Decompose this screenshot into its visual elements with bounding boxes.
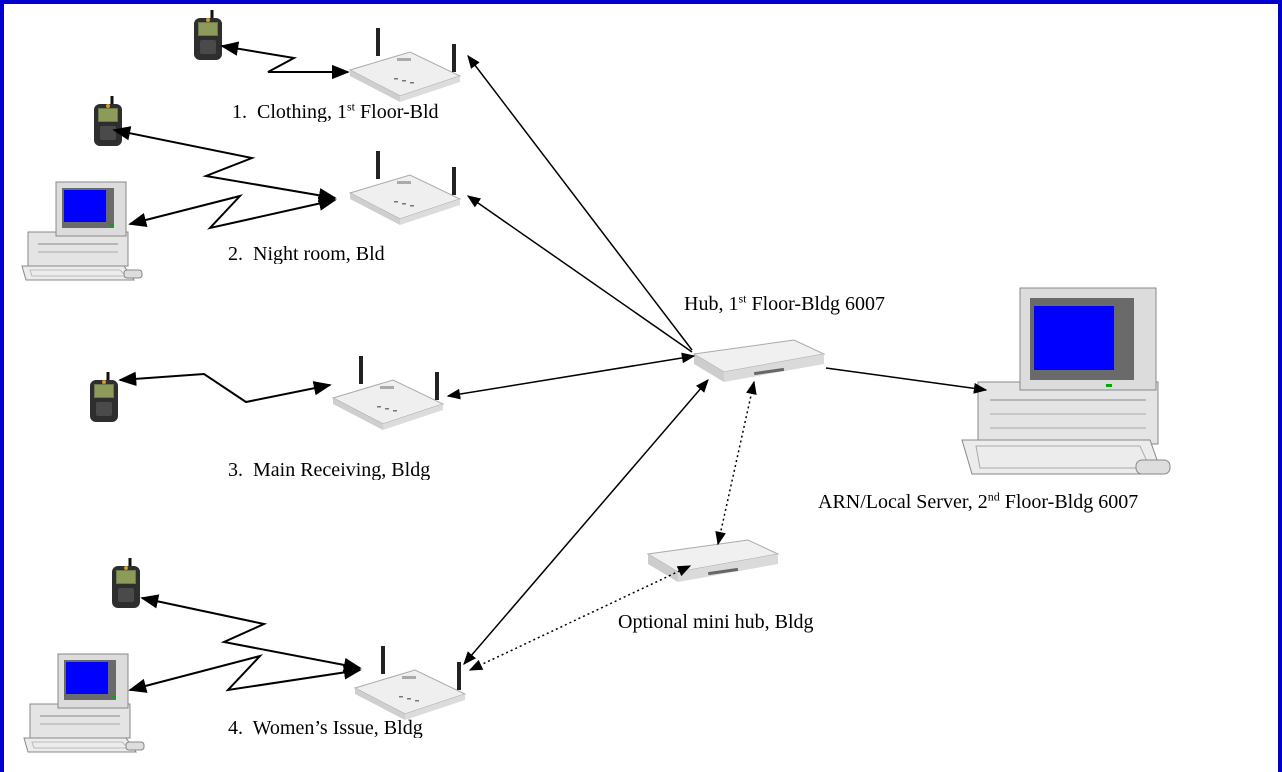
wireless-access-point-icon — [348, 149, 462, 227]
handheld-scanner-icon — [92, 94, 124, 148]
desktop-computer-icon — [23, 653, 145, 753]
wireless-access-point-icon — [331, 354, 445, 432]
ap1-label: 1. Clothing, 1st Floor-Bld — [232, 100, 439, 122]
minihub-label: Optional mini hub, Bldg — [618, 611, 814, 633]
hub-label: Hub, 1st Floor-Bldg 6007 — [684, 291, 885, 315]
handheld-scanner-icon — [110, 556, 142, 610]
wireless-access-point-icon — [353, 644, 467, 722]
network-hub-icon — [647, 539, 779, 583]
network-hub-icon — [693, 339, 825, 383]
desktop-computer-icon — [21, 181, 143, 281]
desktop-computer-icon — [961, 287, 1171, 475]
ap2-label: 2. Night room, Bld — [228, 243, 385, 264]
wireless-access-point-icon — [348, 26, 462, 104]
server-label: ARN/Local Server, 2nd Floor-Bldg 6007 — [818, 489, 1139, 513]
handheld-scanner-icon — [192, 8, 224, 62]
ap4-label: 4. Women’s Issue, Bldg — [228, 717, 423, 738]
handheld-scanner-icon — [88, 370, 120, 424]
ap3-label: 3. Main Receiving, Bldg — [228, 459, 431, 480]
